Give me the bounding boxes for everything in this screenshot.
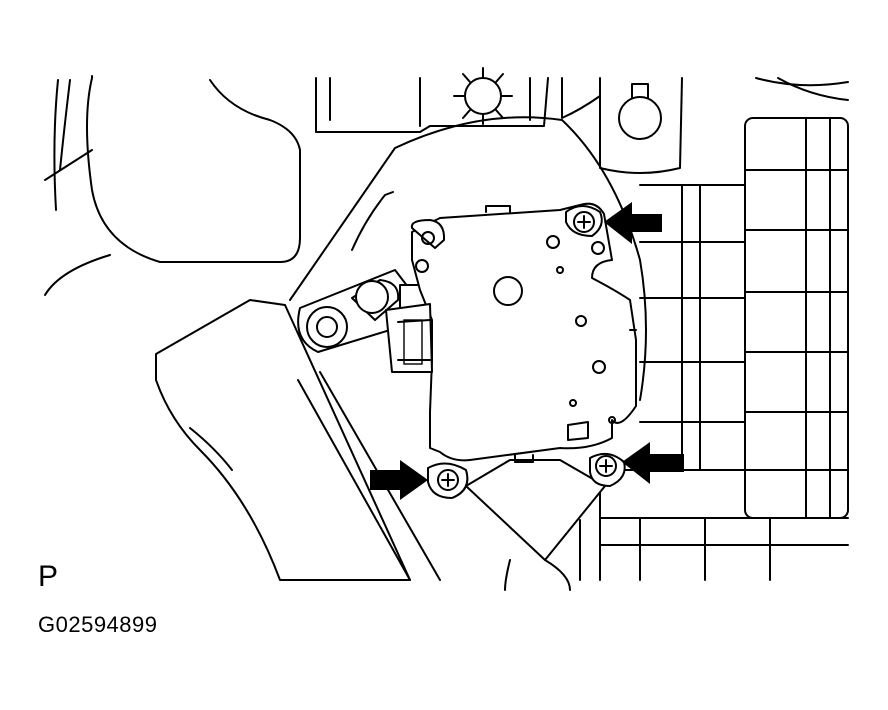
top-plate bbox=[315, 67, 549, 133]
view-letter: P bbox=[38, 560, 59, 593]
linkage-arm bbox=[297, 269, 436, 353]
electrical-connector bbox=[385, 303, 433, 373]
heater-housing-right bbox=[561, 77, 849, 581]
air-mix-actuator bbox=[385, 202, 637, 463]
gear-icon bbox=[453, 67, 513, 125]
arrow-lower-right-icon bbox=[622, 442, 684, 484]
screw-lower-left bbox=[427, 462, 469, 499]
lower-wedge bbox=[465, 459, 606, 591]
screw-lower-right bbox=[589, 452, 626, 487]
mode-door-sector bbox=[289, 116, 647, 401]
heater-housing-left bbox=[44, 75, 301, 296]
screw-upper-right bbox=[565, 205, 603, 237]
air-duct bbox=[155, 299, 441, 581]
arrow-upper-right-icon bbox=[604, 202, 662, 244]
arrow-lower-left-icon bbox=[370, 460, 428, 500]
figure-code: G02594899 bbox=[38, 612, 158, 637]
